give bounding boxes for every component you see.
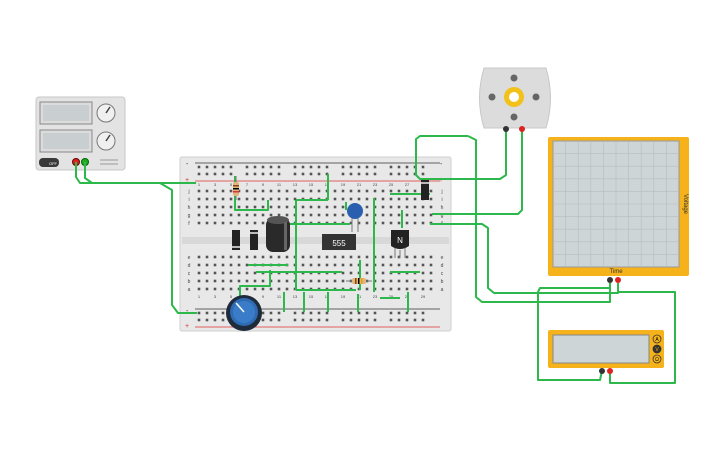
- row-letter: j: [440, 189, 442, 195]
- column-number: 13: [293, 294, 298, 299]
- column-number: 1: [198, 182, 201, 187]
- rail-minus-label-bottom: -: [186, 308, 189, 315]
- wire-motor-a[interactable]: [415, 130, 507, 180]
- resistor-1[interactable]: [233, 176, 239, 200]
- column-number: 3: [214, 294, 217, 299]
- row-letter: h: [441, 205, 444, 211]
- column-number: 5: [230, 182, 233, 187]
- column-number: 21: [357, 294, 362, 299]
- rail-plus-label-bottom: +: [185, 323, 189, 330]
- rail-plus-label: +: [185, 177, 189, 184]
- multimeter-mode-ohm[interactable]: Ω: [652, 354, 662, 364]
- row-letter: g: [188, 213, 191, 219]
- row-letter: j: [187, 189, 189, 195]
- scope-terminal-neg[interactable]: [607, 277, 613, 283]
- power-button[interactable]: [39, 158, 59, 167]
- potentiometer[interactable]: [226, 295, 262, 331]
- rail-minus-label: -: [186, 161, 189, 168]
- multimeter[interactable]: A V Ω: [548, 330, 664, 374]
- column-number: 13: [293, 182, 298, 187]
- wire-bb-15[interactable]: [239, 270, 271, 298]
- ic-555-timer[interactable]: 555: [322, 234, 356, 250]
- diode-3[interactable]: [421, 180, 429, 200]
- row-letter: f: [188, 221, 190, 227]
- scope-terminal-pos[interactable]: [615, 277, 621, 283]
- wire-meter-neg[interactable]: [537, 283, 611, 381]
- resistor-2[interactable]: [346, 278, 372, 284]
- multimeter-mode-v[interactable]: V: [652, 344, 662, 354]
- wire-meter-pos[interactable]: [609, 283, 676, 384]
- wire-psu-negative[interactable]: [75, 162, 197, 314]
- column-number: 9: [262, 294, 265, 299]
- transistor-label: N: [397, 236, 403, 245]
- column-number: 27: [405, 182, 410, 187]
- multimeter-terminal-pos[interactable]: [607, 368, 613, 374]
- row-letter: d: [441, 263, 444, 269]
- diode-2[interactable]: [250, 230, 258, 250]
- row-letter: a: [188, 287, 191, 293]
- motor-terminal-a[interactable]: [503, 126, 509, 132]
- ic-label: 555: [332, 239, 346, 248]
- column-number: 11: [277, 294, 282, 299]
- wire-bb-1[interactable]: [295, 174, 329, 290]
- column-number: 19: [341, 182, 346, 187]
- row-letter: e: [441, 255, 444, 261]
- motor-terminal-b[interactable]: [519, 126, 525, 132]
- row-letter: a: [441, 287, 444, 293]
- row-letter: b: [441, 279, 444, 285]
- scope-x-label: Time: [609, 269, 623, 275]
- row-letter: e: [188, 255, 191, 261]
- row-letter: h: [188, 205, 191, 211]
- npn-transistor[interactable]: N: [391, 230, 409, 258]
- row-letter: i: [188, 197, 189, 203]
- wires[interactable]: [75, 130, 676, 384]
- wire-scope-neg[interactable]: [467, 135, 611, 303]
- multimeter-terminal-neg[interactable]: [599, 368, 605, 374]
- column-number: 15: [309, 294, 314, 299]
- column-number: 25: [389, 294, 394, 299]
- wire-bb-16[interactable]: [345, 202, 403, 228]
- column-number: 1: [198, 294, 201, 299]
- scope-y-label: Voltage: [682, 194, 688, 215]
- dc-power-supply[interactable]: OFF: [35, 96, 126, 171]
- breadboard-column-numbers: 1133557799111113131515171719192121232325…: [198, 182, 426, 299]
- column-number: 21: [357, 182, 362, 187]
- column-number: 5: [230, 294, 233, 299]
- column-number: 29: [421, 294, 426, 299]
- mode-v-label: V: [655, 347, 659, 353]
- row-letter: b: [188, 279, 191, 285]
- column-number: 23: [373, 182, 378, 187]
- row-letter: d: [188, 263, 191, 269]
- column-number: 7: [246, 182, 249, 187]
- column-number: 3: [214, 182, 217, 187]
- column-number: 25: [389, 182, 394, 187]
- column-number: 9: [262, 182, 265, 187]
- column-number: 11: [277, 182, 282, 187]
- mode-a-label: A: [655, 337, 659, 343]
- row-letter: g: [441, 213, 444, 219]
- column-number: 15: [309, 182, 314, 187]
- oscilloscope[interactable]: Time Voltage: [548, 137, 689, 283]
- mode-ohm-label: Ω: [655, 357, 659, 363]
- row-letter: c: [441, 271, 444, 277]
- multimeter-display: [552, 334, 650, 364]
- column-number: 23: [373, 294, 378, 299]
- diode-1[interactable]: [232, 230, 240, 250]
- ceramic-capacitor[interactable]: [347, 203, 363, 232]
- row-letter: c: [188, 271, 191, 277]
- column-number: 19: [341, 294, 346, 299]
- multimeter-mode-a[interactable]: A: [652, 334, 662, 344]
- rail-plus-label-right: +: [439, 177, 443, 184]
- dc-motor[interactable]: [479, 67, 551, 132]
- rail-minus-label-right: -: [440, 161, 443, 168]
- row-letter: i: [441, 197, 442, 203]
- electrolytic-capacitor[interactable]: [266, 216, 290, 252]
- gear-icon: [504, 87, 524, 107]
- power-button-label: OFF: [49, 161, 58, 166]
